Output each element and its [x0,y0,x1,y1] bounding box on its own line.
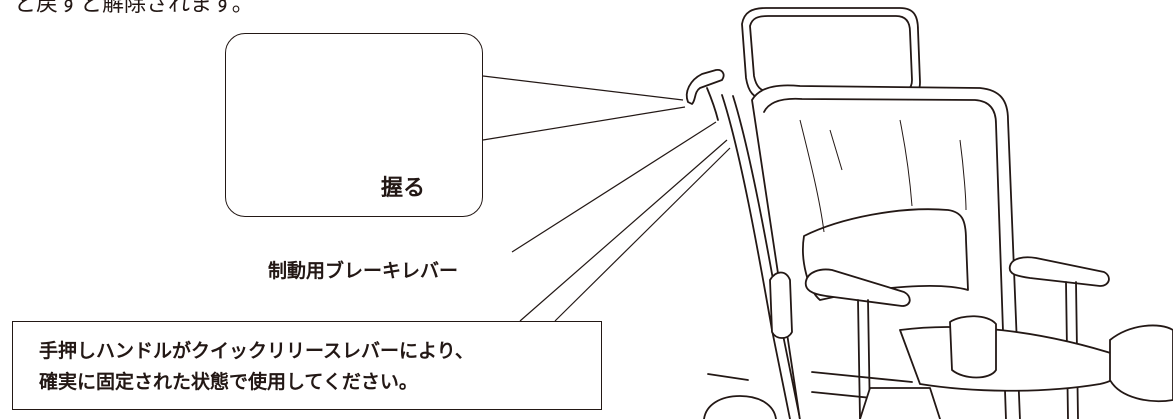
cropped-instruction-text: と戻すと解除されます。 [14,0,254,17]
brake-lever-label: 制動用ブレーキレバー [268,260,459,282]
lever-leader [511,121,717,253]
brake-lever-detail-inset [225,33,483,217]
caution-note-box: 手押しハンドルがクイックリリースレバーにより、 確実に固定された状態で使用してく… [12,321,602,410]
note-leader-2 [554,147,731,322]
inset-leader-top [482,75,684,101]
caution-note-line-2: 確実に固定された状態で使用してください。 [39,371,418,393]
grip-label: 握る [381,176,426,201]
inset-leader-bottom [482,106,686,141]
caution-note-line-1: 手押しハンドルがクイックリリースレバーにより、 [39,340,474,362]
note-leader-1 [519,139,728,322]
